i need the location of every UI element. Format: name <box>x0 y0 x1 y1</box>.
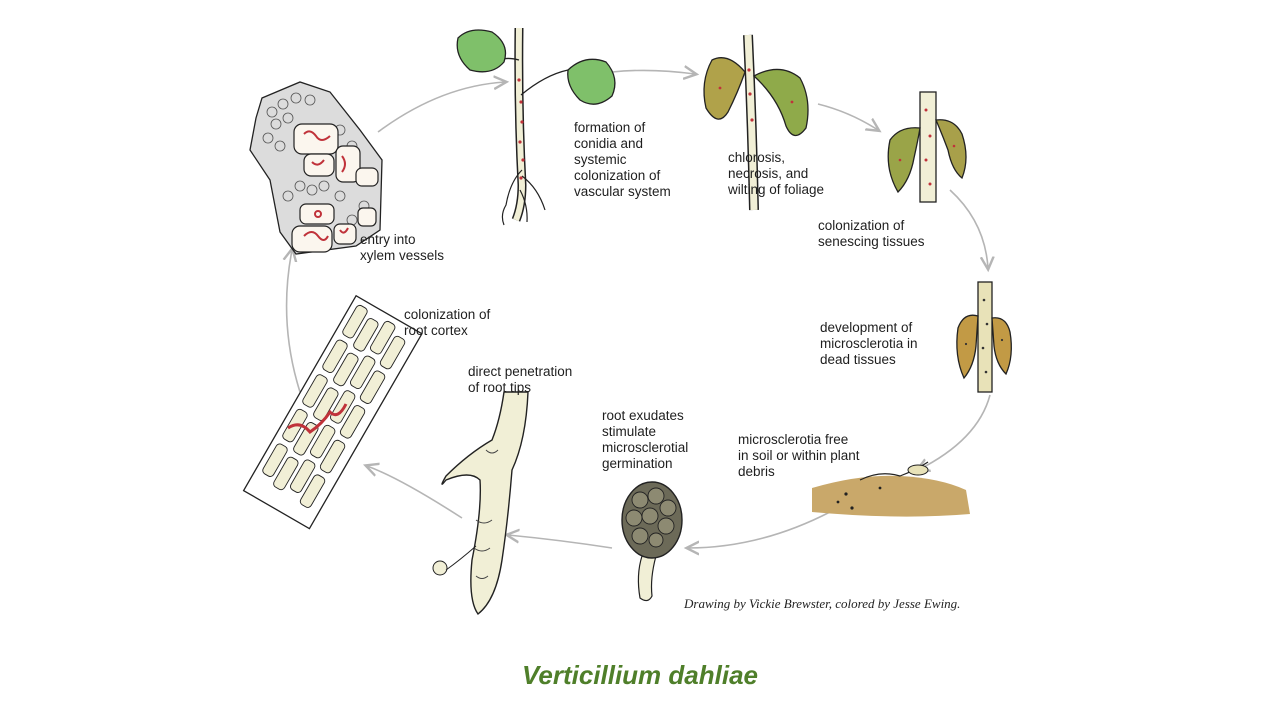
cycle-arrows <box>287 70 990 548</box>
arrow-formation-to-chlorosis <box>611 70 695 74</box>
label-penetration: direct penetration of root tips <box>468 364 573 395</box>
root-tip-illustration <box>432 391 529 616</box>
arrow-root-to-cortex <box>367 466 463 519</box>
senescing-stem-illustration <box>887 91 967 203</box>
label-chlorosis: chlorosis, necrosis, and wilting of foli… <box>728 150 825 197</box>
arrow-senescing-to-development <box>949 189 988 268</box>
arrow-chlorosis-to-senescing <box>817 103 878 130</box>
dead-stem-illustration <box>956 281 1012 393</box>
germinating-microsclerotium-illustration <box>621 481 683 602</box>
young-plant-illustration <box>456 27 616 226</box>
label-exudates: root exudates stimulate microsclerotial … <box>602 408 689 471</box>
arrow-cortex-to-xylem <box>287 250 301 393</box>
arrow-free-to-microsclerotium <box>688 511 831 548</box>
label-cortex: colonization of root cortex <box>404 307 491 338</box>
root-cortex-illustration <box>242 294 423 530</box>
wilting-plant-illustration <box>703 34 809 211</box>
label-senescing: colonization of senescing tissues <box>818 218 925 249</box>
slide-title: Verticillium dahliae <box>521 660 758 690</box>
soil-debris-illustration <box>812 461 970 517</box>
arrow-xylem-to-formation <box>377 82 505 133</box>
label-xylem: entry into xylem vessels <box>360 232 445 263</box>
label-development: development of microsclerotia in dead ti… <box>820 320 918 367</box>
arrow-microsclerotium-to-root <box>508 535 613 549</box>
illustration-credit: Drawing by Vickie Brewster, colored by J… <box>684 596 961 611</box>
label-formation: formation of conidia and systemic coloni… <box>574 120 671 199</box>
xylem-vessel-illustration <box>249 81 383 255</box>
label-free: microsclerotia free in soil or within pl… <box>738 432 860 479</box>
arrow-development-to-free <box>918 394 991 470</box>
